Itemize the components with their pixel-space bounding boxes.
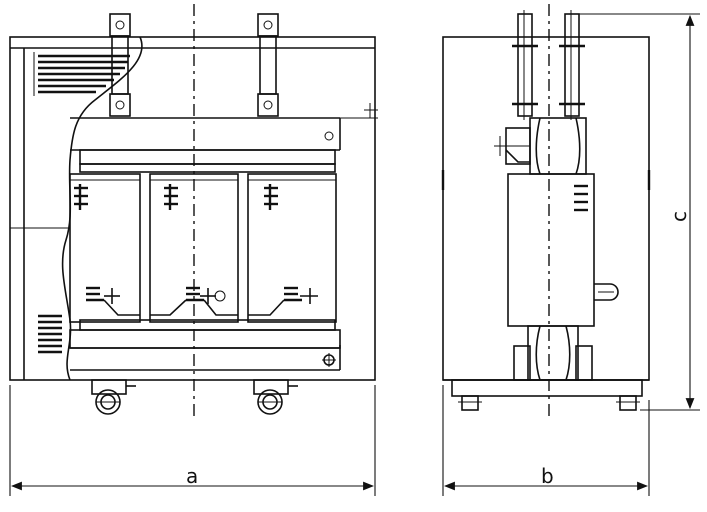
side-view: b c — [441, 4, 700, 496]
dimension-label-a: a — [186, 464, 198, 488]
coil-3 — [247, 173, 337, 323]
dimension-c: c — [579, 13, 700, 411]
upper-clamp — [70, 103, 378, 165]
side-terminals — [512, 10, 585, 120]
wheel-right — [253, 379, 298, 415]
dimension-b: b — [442, 385, 650, 496]
vent-grille-top — [33, 52, 130, 96]
terminal-bar-right — [257, 13, 279, 117]
vent-grille-bottom — [38, 314, 62, 354]
side-upper-clamp — [494, 117, 587, 175]
front-view: a — [9, 4, 378, 496]
side-lower-clamp — [513, 325, 593, 381]
dimension-label-c: c — [667, 211, 691, 222]
wheel-left — [91, 379, 136, 415]
dimension-label-b: b — [541, 464, 554, 488]
side-enclosure — [442, 36, 650, 381]
terminal-bar-left — [109, 13, 131, 117]
side-coil — [507, 173, 619, 327]
cutaway-edge — [61, 36, 143, 381]
front-enclosure — [9, 36, 376, 381]
lower-clamp — [69, 329, 341, 371]
dimension-a: a — [9, 385, 376, 496]
side-base — [451, 379, 643, 397]
side-feet — [458, 395, 640, 411]
coil-1 — [69, 173, 141, 323]
